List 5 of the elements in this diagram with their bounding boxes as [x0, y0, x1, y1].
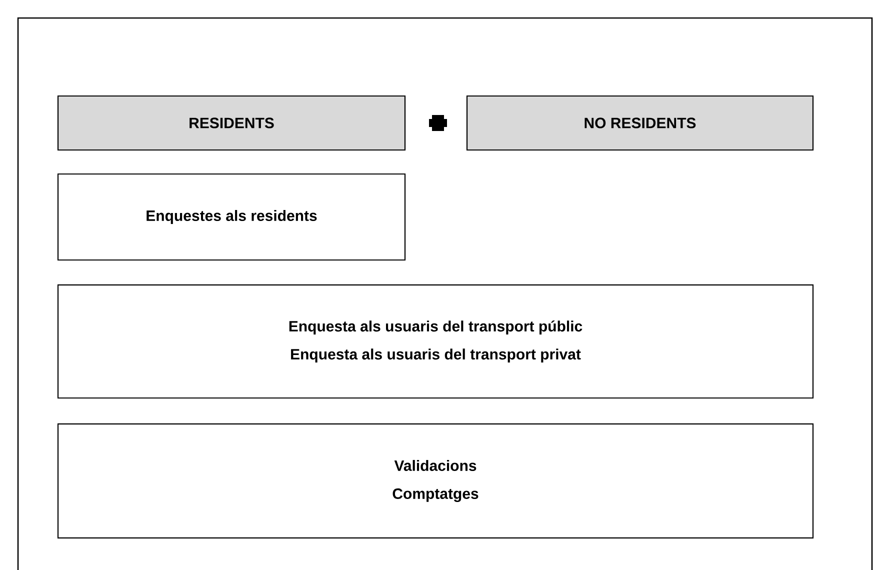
category-box: RESIDENTS — [57, 95, 406, 151]
category-box: NO RESIDENTS — [466, 95, 814, 151]
data-source-box: Validacions Comptatges — [57, 423, 814, 539]
survey-box: Enquesta als usuaris del transport públic Enquesta als usuaris del transport privat — [57, 284, 814, 399]
survey-box: Enquestes als residents — [57, 173, 406, 261]
